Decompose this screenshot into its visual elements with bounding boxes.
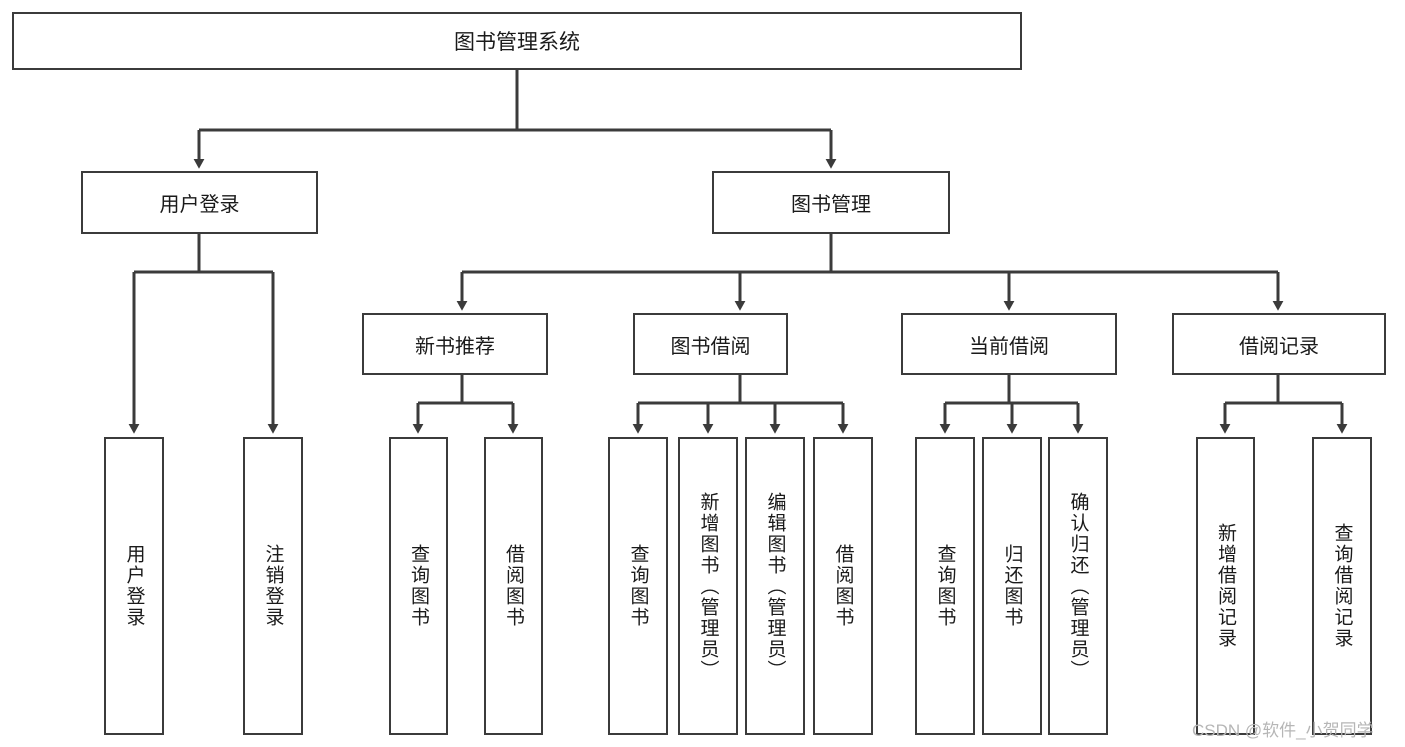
leaf-borrow-record-add[interactable]: 新增借阅记录 bbox=[1196, 437, 1255, 735]
node-label: 编辑图书（管理员） bbox=[764, 491, 786, 681]
node-label: 注销登录 bbox=[262, 544, 284, 628]
leaf-user-login-logout[interactable]: 注销登录 bbox=[243, 437, 303, 735]
node-label: 新增借阅记录 bbox=[1215, 523, 1236, 649]
node-label: 用户登录 bbox=[123, 544, 145, 628]
node-label: 查询借阅记录 bbox=[1331, 523, 1353, 649]
node-label: 图书借阅 bbox=[670, 335, 751, 358]
node-label: 借阅图书 bbox=[832, 544, 854, 628]
node-book-borrow[interactable]: 图书借阅 bbox=[633, 313, 788, 375]
node-new-book-recommend[interactable]: 新书推荐 bbox=[362, 313, 548, 375]
leaf-book-borrow-borrow[interactable]: 借阅图书 bbox=[813, 437, 873, 735]
node-label: 借阅图书 bbox=[503, 544, 524, 628]
leaf-new-book-borrow[interactable]: 借阅图书 bbox=[484, 437, 543, 735]
leaf-user-login-login[interactable]: 用户登录 bbox=[104, 437, 164, 735]
node-current-borrow[interactable]: 当前借阅 bbox=[901, 313, 1117, 375]
node-label: 图书管理 bbox=[791, 194, 871, 216]
leaf-current-borrow-query[interactable]: 查询图书 bbox=[915, 437, 975, 735]
leaf-book-borrow-query[interactable]: 查询图书 bbox=[608, 437, 668, 735]
node-label: 图书管理系统 bbox=[454, 31, 580, 54]
node-user-login[interactable]: 用户登录 bbox=[81, 171, 318, 234]
leaf-borrow-record-query[interactable]: 查询借阅记录 bbox=[1312, 437, 1372, 735]
leaf-book-borrow-edit[interactable]: 编辑图书（管理员） bbox=[745, 437, 805, 735]
node-borrow-record[interactable]: 借阅记录 bbox=[1172, 313, 1386, 375]
node-label: 借阅记录 bbox=[1239, 335, 1319, 358]
node-label: 归还图书 bbox=[1001, 544, 1023, 628]
node-label: 查询图书 bbox=[627, 544, 649, 628]
node-root-system[interactable]: 图书管理系统 bbox=[12, 12, 1022, 70]
node-label: 确认归还（管理员） bbox=[1067, 491, 1089, 681]
node-label: 查询图书 bbox=[934, 544, 956, 628]
node-label: 当前借阅 bbox=[969, 335, 1049, 358]
node-label: 新增图书（管理员） bbox=[697, 491, 719, 681]
leaf-new-book-query[interactable]: 查询图书 bbox=[389, 437, 448, 735]
leaf-current-borrow-return[interactable]: 归还图书 bbox=[982, 437, 1042, 735]
leaf-current-borrow-confirm-return[interactable]: 确认归还（管理员） bbox=[1048, 437, 1108, 735]
watermark-csdn: CSDN @软件_小贺同学 bbox=[1192, 721, 1374, 740]
leaf-book-borrow-add[interactable]: 新增图书（管理员） bbox=[678, 437, 738, 735]
node-label: 查询图书 bbox=[408, 544, 429, 628]
node-label: 新书推荐 bbox=[415, 335, 495, 358]
node-label: 用户登录 bbox=[159, 194, 240, 216]
node-book-management[interactable]: 图书管理 bbox=[712, 171, 950, 234]
